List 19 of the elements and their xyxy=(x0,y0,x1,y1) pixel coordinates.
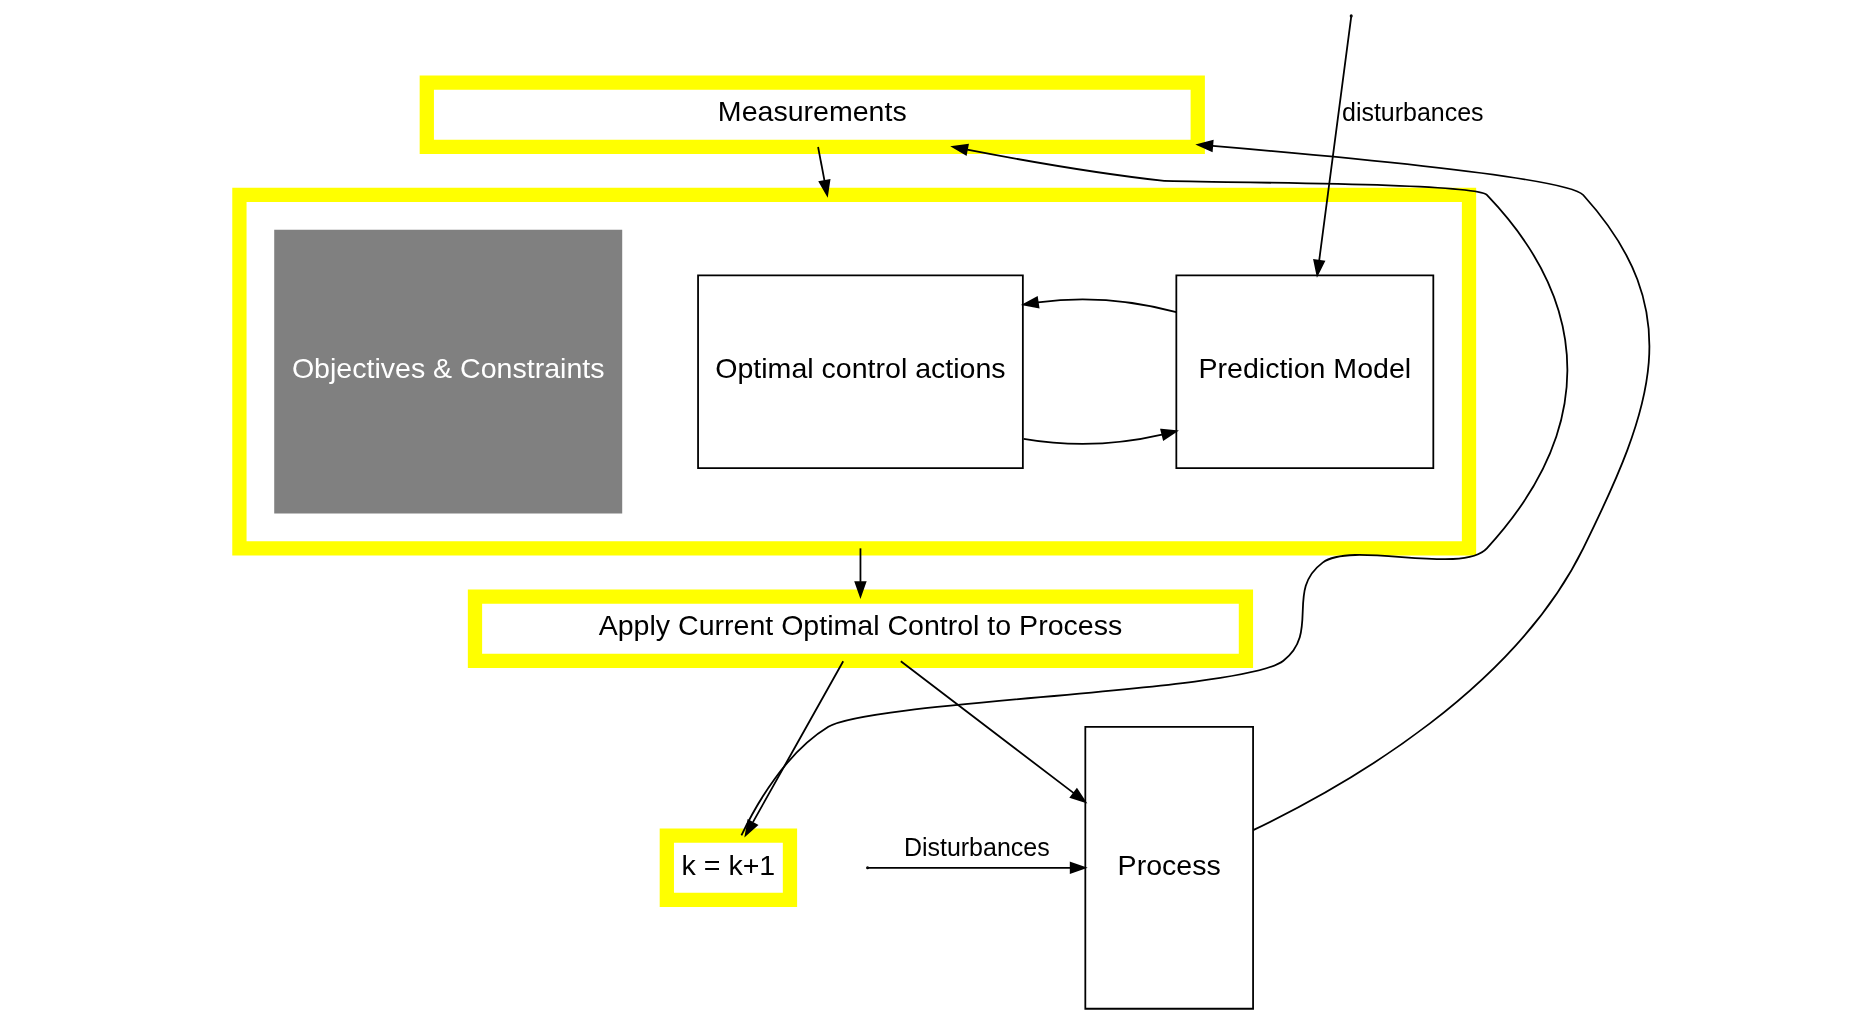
node-box: Objectives & Constraints xyxy=(274,229,623,514)
arrow xyxy=(867,861,1088,875)
edge-label: Disturbances xyxy=(903,832,1050,861)
arrow xyxy=(1195,139,1650,832)
node-box: k = k+1 xyxy=(659,828,798,908)
arrow xyxy=(1022,428,1179,445)
arrow xyxy=(854,547,867,599)
node-box: Process xyxy=(1084,725,1254,1010)
cluster xyxy=(232,187,1477,556)
node-box: Optimal control actions xyxy=(697,274,1024,469)
arrow xyxy=(740,143,1569,837)
edge-label: disturbances xyxy=(1342,98,1484,127)
node-box: Apply Current Optimal Control to Process xyxy=(467,589,1254,668)
arrow xyxy=(899,660,1088,804)
node-box: Prediction Model xyxy=(1175,274,1435,469)
arrow xyxy=(744,660,845,838)
arrow xyxy=(1020,296,1178,314)
arrow xyxy=(817,146,831,198)
arrow xyxy=(1313,15,1353,278)
